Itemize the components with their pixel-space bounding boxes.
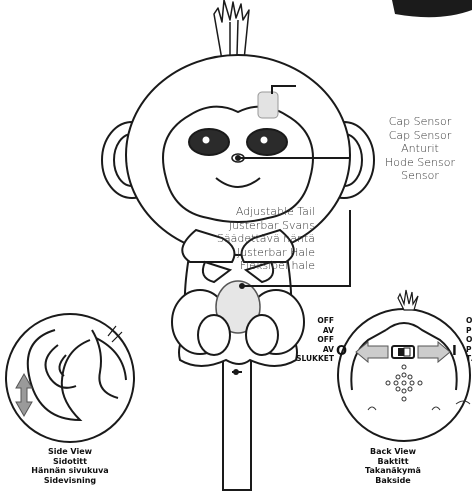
switch-label-line: P bbox=[466, 326, 472, 336]
back-view-line: Back View bbox=[343, 447, 443, 457]
corner-product-graphic bbox=[392, 0, 472, 17]
switch-on-labels: O P O P TÆ bbox=[466, 316, 472, 364]
side-view-line: Side View bbox=[20, 447, 120, 457]
back-view-caption: Back View Baktitt Takanäkymä Bakside bbox=[343, 447, 443, 485]
switch-label-line: AV bbox=[282, 326, 334, 336]
switch-label-line: OFF bbox=[282, 316, 334, 326]
switch-label-line: SLUKKET bbox=[282, 354, 334, 364]
switch-off-symbol: O bbox=[336, 344, 347, 359]
side-view-line: Hännän sivukuva bbox=[20, 466, 120, 476]
switch-label-line: AV bbox=[282, 345, 334, 355]
tail-label-line: Justerbar Svans bbox=[190, 219, 315, 233]
cap-label-line: Cap Sensor bbox=[365, 129, 472, 143]
tail-label-line: Säädettävä häntä bbox=[190, 232, 315, 246]
switch-label-line: P bbox=[466, 345, 472, 355]
cap-sensor-label: Cap Sensor Cap Sensor Anturit Hode Senso… bbox=[365, 115, 472, 183]
back-view-line: Takanäkymä bbox=[343, 466, 443, 476]
cap-label-line: Anturit bbox=[365, 142, 472, 156]
back-view-line: Baktitt bbox=[343, 457, 443, 467]
tail bbox=[223, 360, 251, 490]
side-view-line: Sidevisning bbox=[20, 476, 120, 486]
tail-label-line: Justerbar Hale bbox=[190, 246, 315, 260]
switch-label-line: OFF bbox=[282, 335, 334, 345]
cap-label-line: Sensor bbox=[365, 169, 472, 183]
cap-sensor-patch bbox=[258, 92, 278, 118]
cap-label-line: Cap Sensor bbox=[365, 115, 472, 129]
switch-label-line: TÆ bbox=[466, 354, 472, 364]
tail-label-line: Fleksibel hale bbox=[190, 259, 315, 273]
cap-label-line: Hode Sensor bbox=[365, 156, 472, 170]
switch-label-line: O bbox=[466, 316, 472, 326]
switch-label-line: O bbox=[466, 335, 472, 345]
back-view-line: Bakside bbox=[343, 476, 443, 486]
switch-off-labels: OFF AV OFF AV SLUKKET bbox=[282, 316, 334, 364]
tail-label-line: Adjustable Tail bbox=[190, 205, 315, 219]
switch-on-symbol: I bbox=[452, 344, 457, 359]
side-view-line: Sidotitt bbox=[20, 457, 120, 467]
side-view-caption: Side View Sidotitt Hännän sivukuva Sidev… bbox=[20, 447, 120, 485]
adjustable-tail-label: Adjustable Tail Justerbar Svans Säädettä… bbox=[190, 205, 315, 273]
